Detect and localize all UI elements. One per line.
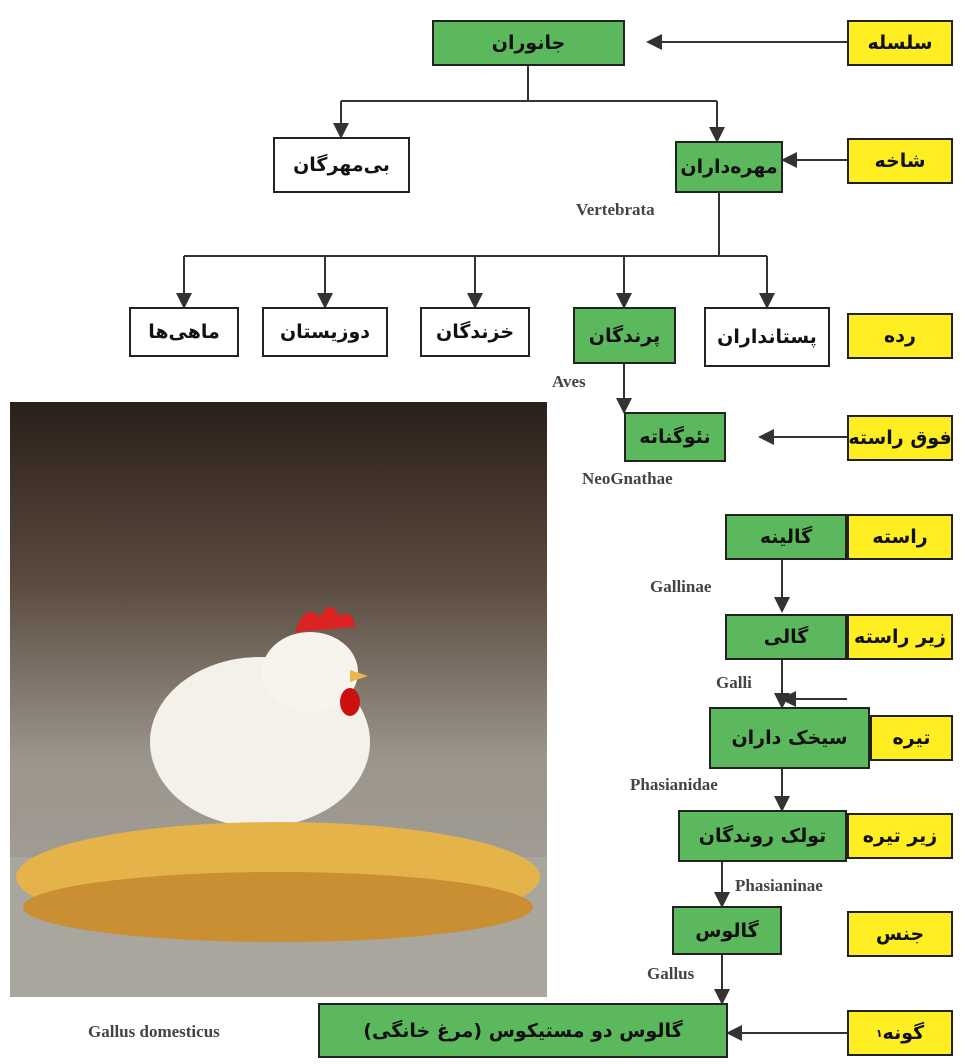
latin-neognathae: NeoGnathae: [582, 469, 673, 488]
rank-superorder: فوق راسته: [847, 415, 953, 461]
taxon-amphibians: دوزیستان: [262, 307, 388, 357]
latin-phasianidae: Phasianidae: [630, 775, 718, 794]
taxon-birds: پرندگان: [573, 307, 676, 364]
taxon-neognathae: نئوگناته: [624, 412, 726, 462]
taxon-phasianinae: تولک روندگان: [678, 810, 847, 862]
taxon-reptiles: خزندگان: [420, 307, 530, 357]
rank-class: رده: [847, 313, 953, 359]
taxon-fishes: ماهی‌ها: [129, 307, 239, 357]
latin-vertebrata: Vertebrata: [576, 200, 655, 219]
latin-aves: Aves: [552, 372, 586, 391]
latin-phasianinae: Phasianinae: [735, 876, 823, 895]
taxon-galliformes: گالینه: [725, 514, 847, 560]
latin-galli: Galli: [716, 673, 752, 692]
taxon-gallus: گالوس: [672, 906, 782, 955]
rank-family: تیره: [870, 715, 953, 761]
rank-genus: جنس: [847, 911, 953, 957]
taxon-phasianidae: سیخک داران: [709, 707, 870, 769]
taxon-animals: جانوران: [432, 20, 625, 66]
latin-species: Gallus domesticus: [88, 1022, 220, 1041]
latin-gallus: Gallus: [647, 964, 695, 983]
taxon-galli: گالی: [725, 614, 847, 660]
rank-suborder: زیر راسته: [847, 614, 953, 660]
footnote-marker: ۱: [875, 1026, 883, 1040]
rank-kingdom: سلسله: [847, 20, 953, 66]
hen-photo: [10, 402, 547, 997]
taxon-mammals: پستانداران: [704, 307, 830, 367]
taxon-species: گالوس دو مستیکوس (مرغ خانگی): [318, 1003, 728, 1058]
rank-subfamily: زیر تیره: [847, 813, 953, 859]
taxon-invertebrates: بی‌مهرگان: [273, 137, 410, 193]
hen-illustration: [10, 607, 547, 997]
rank-order: راسته: [847, 514, 953, 560]
rank-phylum: شاخه: [847, 138, 953, 184]
taxon-vertebrates: مهره‌داران: [675, 141, 783, 193]
latin-gallinae: Gallinae: [650, 577, 712, 596]
rank-species-label: گونه: [882, 1022, 925, 1044]
